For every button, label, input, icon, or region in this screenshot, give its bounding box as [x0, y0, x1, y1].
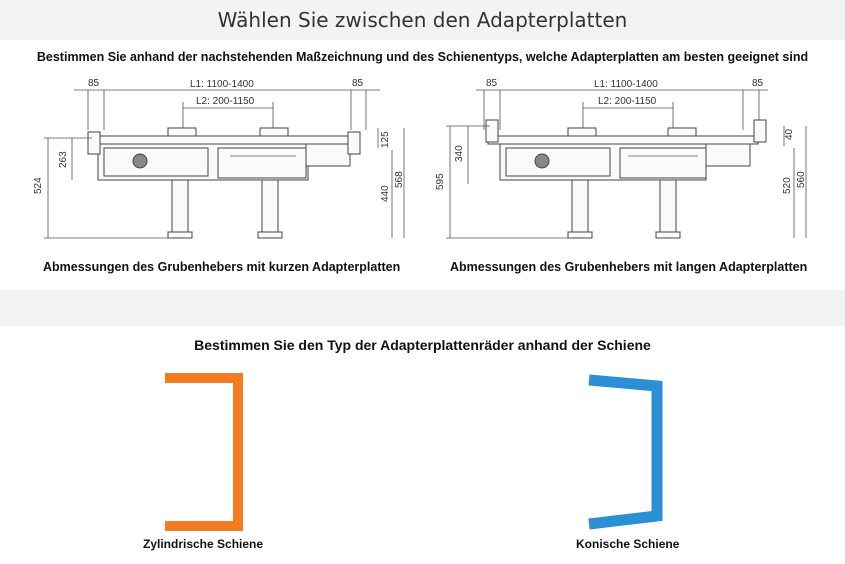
drawing-short-plates: 85 85 L1: 1100-1400 L2: 200-1150 524 263…	[33, 78, 405, 239]
dim-l1-long: L1: 1100-1400	[594, 79, 658, 90]
page-title: Wählen Sie zwischen den Adapterplatten	[217, 8, 628, 32]
dim-l1: L1: 1100-1400	[190, 79, 254, 90]
dim-l2: L2: 200-1150	[196, 96, 255, 107]
caption-long-plates: Abmessungen des Grubenhebers mit langen …	[450, 260, 808, 274]
dim-h520: 520	[782, 177, 793, 194]
section-divider-band	[0, 290, 845, 326]
dim-h125: 125	[380, 131, 391, 148]
rail-cylindrical-shape	[165, 373, 243, 531]
dim-h263: 263	[58, 151, 69, 168]
dim-left-85-long: 85	[486, 78, 498, 89]
dim-h568: 568	[394, 171, 405, 188]
dim-h340: 340	[454, 145, 465, 162]
dim-h560: 560	[796, 171, 807, 188]
drawing-long-plates: 85 85 L1: 1100-1400 L2: 200-1150 595 340…	[435, 78, 807, 239]
rail-conical-label: Konische Schiene	[576, 537, 680, 551]
caption-short-plates: Abmessungen des Grubenhebers mit kurzen …	[43, 260, 401, 274]
header-band	[0, 0, 845, 40]
dim-h524: 524	[33, 177, 44, 194]
dim-l2-long: L2: 200-1150	[598, 96, 657, 107]
dim-h595: 595	[435, 173, 446, 190]
dim-right-85-long: 85	[752, 78, 764, 89]
section2-instruction: Bestimmen Sie den Typ der Adapterplatten…	[194, 337, 651, 353]
dim-right-85: 85	[352, 78, 364, 89]
dim-h40: 40	[784, 128, 795, 140]
rail-cylindrical-label: Zylindrische Schiene	[143, 537, 264, 551]
dim-h440: 440	[380, 185, 391, 202]
rail-conical-shape	[588, 374, 663, 530]
section1-instruction: Bestimmen Sie anhand der nachstehenden M…	[36, 50, 809, 64]
dim-left-85: 85	[88, 78, 100, 89]
